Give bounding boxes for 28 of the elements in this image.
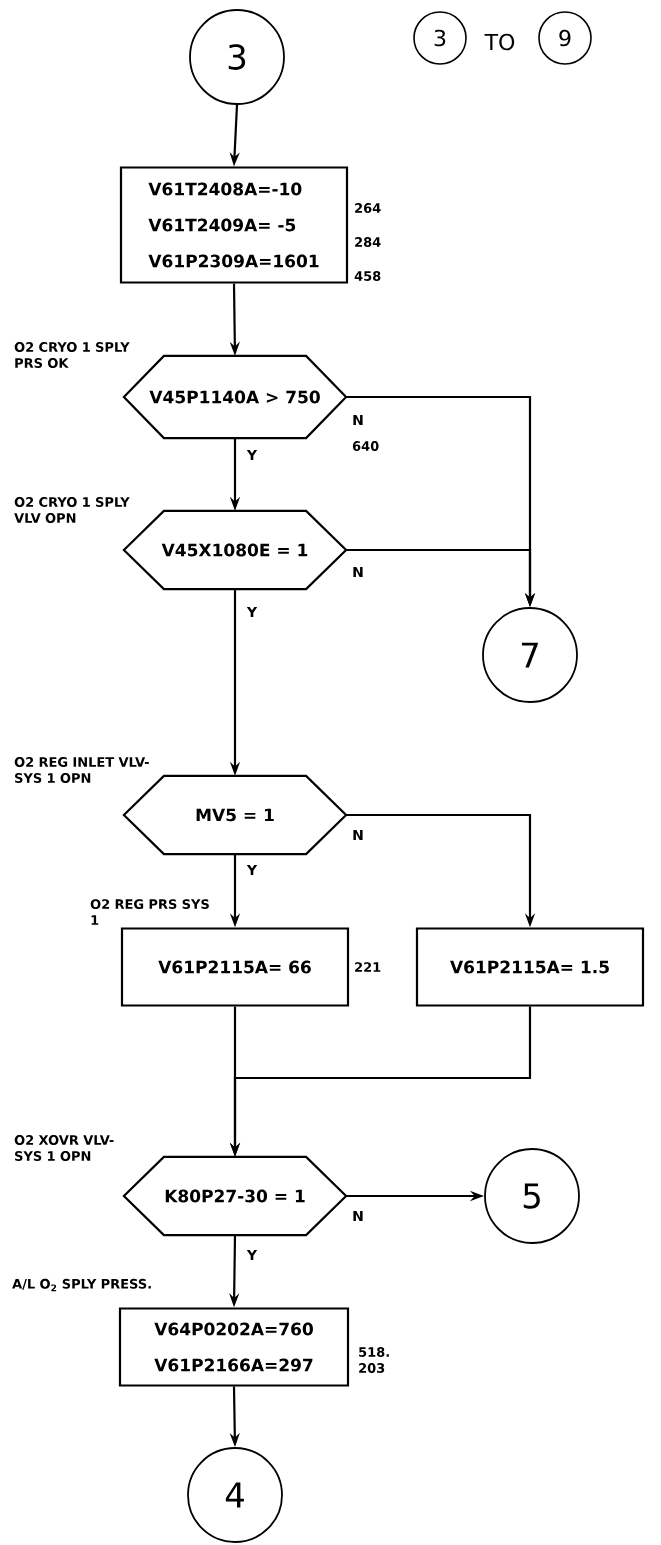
decision-hexagon: V45X1080E = 1 — [122, 509, 348, 591]
side-note: A/L O$_{2}$ SPLY PRESS. — [12, 1278, 151, 1292]
edge-label: N — [351, 413, 365, 427]
process-box: V61P2115A= 66 — [120, 927, 350, 1007]
side-note: O2 REG PRS SYS 1 — [90, 899, 209, 925]
decision-hexagon: K80P27-30 = 1 — [122, 1155, 348, 1237]
circled-number: 9 — [538, 11, 592, 65]
label-text: TO — [484, 33, 515, 51]
side-note: 518. 203 — [359, 1347, 389, 1373]
edge-label: Y — [245, 863, 259, 877]
side-note: 221 — [355, 962, 381, 972]
decision-hexagon: MV5 = 1 — [122, 774, 348, 856]
side-note: 264 — [355, 203, 381, 213]
circled-number: 3 — [413, 11, 467, 65]
side-note: O2 XOVR VLV-SYS 1 OPN — [14, 1135, 114, 1161]
edge-label: N — [351, 1209, 365, 1223]
process-box: V64P0202A=760 V61P2166A=297 — [118, 1307, 350, 1387]
edge-label: Y — [245, 1248, 259, 1262]
edge-label: Y — [245, 605, 259, 619]
edge-label: N — [351, 828, 365, 842]
edge-label: N — [351, 565, 365, 579]
process-box: V61P2115A= 1.5 — [415, 927, 645, 1007]
process-box: V61T2408A=-10 V61T2409A= -5 V61P2309A=1601 — [119, 166, 349, 284]
side-note: 640 — [352, 441, 379, 451]
edge-label: Y — [245, 448, 259, 462]
side-note: 458 — [354, 271, 381, 281]
side-note: 284 — [355, 237, 381, 247]
decision-hexagon: V45P1140A > 750 — [122, 354, 348, 440]
